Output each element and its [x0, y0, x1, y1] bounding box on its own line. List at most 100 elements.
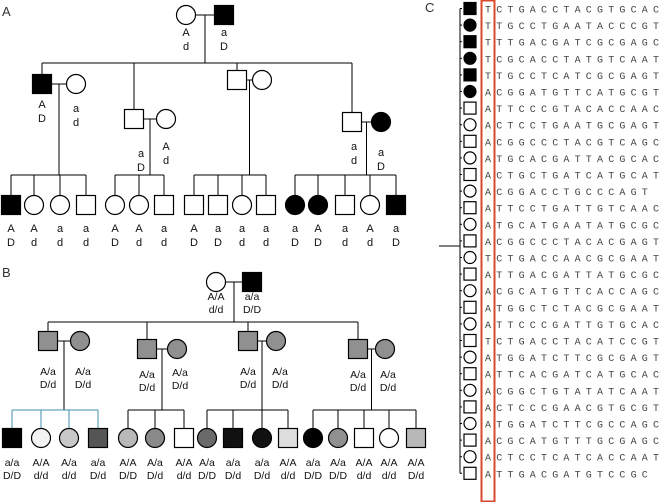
sequence-base: A [597, 238, 603, 249]
sequence-base: C [586, 454, 592, 465]
sequence-base: G [619, 72, 625, 83]
sequence-base: A [530, 89, 536, 100]
family-4-child-1-genotype-1: a [292, 223, 299, 235]
sequence-base: T [541, 221, 547, 232]
sequence-base: C [530, 238, 536, 249]
sequence-base: G [642, 421, 648, 432]
row-22-female-circle [463, 350, 477, 364]
sequence-base: C [608, 39, 614, 50]
founder-1-genotype-2: d [183, 41, 189, 53]
sequence-base: A [485, 354, 491, 365]
sequence-base: G [597, 404, 603, 415]
sequence-base: T [507, 454, 513, 465]
family-2-child-1-genotype-2: D/D [119, 470, 138, 482]
sequence-base: A [485, 188, 491, 199]
sequence-base: C [653, 288, 659, 299]
sequence-base: G [642, 404, 648, 415]
sequence-base: C [642, 470, 648, 481]
sequence-base: C [530, 404, 536, 415]
sequence-base: T [586, 387, 592, 398]
sequence-base: G [619, 304, 625, 315]
family-2-spouse-right-genotype-2: D/d [172, 380, 189, 392]
sequence-base: G [552, 39, 558, 50]
sequence-base: C [608, 421, 614, 432]
family-3-child-4-genotype-2: d/d [281, 470, 296, 482]
sequence-base: A [642, 304, 648, 315]
family-4-spouse-right-genotype-1: a [378, 147, 385, 159]
family-2-spouse-right-genotype-2: d [163, 155, 169, 167]
sequence-base: C [631, 271, 637, 282]
family-1-child-1-genotype-1: a/a [5, 457, 20, 469]
sequence-base: C [586, 238, 592, 249]
sequence-base: C [552, 188, 558, 199]
sequence-base: T [608, 89, 614, 100]
sequence-base: T [507, 205, 513, 216]
sequence-base: A [563, 155, 569, 166]
sequence-base: A [631, 288, 637, 299]
sequence-base: A [575, 221, 581, 232]
sequence-base: C [631, 89, 637, 100]
sequence-base: A [642, 255, 648, 266]
sequence-base: T [653, 172, 659, 183]
sequence-base: T [608, 205, 614, 216]
sequence-base: G [619, 155, 625, 166]
family-1-child-2-female-circle [30, 427, 52, 449]
sequence-base: G [619, 172, 625, 183]
sequence-base: C [541, 371, 547, 382]
row-11-male-square [463, 167, 477, 182]
sequence-base: T [485, 72, 491, 83]
sequence-base: C [541, 271, 547, 282]
sequence-base: C [586, 288, 592, 299]
family-4-child-1-female-circle [284, 194, 306, 216]
sequence-base: C [653, 437, 659, 448]
sequence-base: G [519, 421, 525, 432]
family-4-spouse-right-female-circle [374, 338, 396, 360]
family-2-spouse-left-genotype-1: a [138, 148, 145, 160]
sequence-base: G [597, 421, 603, 432]
sequence-base: C [653, 39, 659, 50]
sequence-base: T [507, 172, 513, 183]
family-3-child-1-male-square [183, 194, 205, 216]
sequence-base: A [485, 421, 491, 432]
sequence-base: C [608, 288, 614, 299]
sequence-base: G [552, 288, 558, 299]
sequence-base: C [496, 6, 502, 17]
sequence-base: C [541, 155, 547, 166]
family-1-spouse-left-genotype-2: D/d [40, 379, 57, 391]
sequence-base: C [496, 55, 502, 66]
sequence-base: A [642, 155, 648, 166]
sequence-base: T [586, 55, 592, 66]
sequence-base: A [530, 437, 536, 448]
sequence-base: C [541, 321, 547, 332]
sequence-base: T [541, 205, 547, 216]
sequence-base: G [552, 470, 558, 481]
sequence-base: G [619, 354, 625, 365]
family-4-child-1-genotype-1: a/a [306, 457, 321, 469]
row-21-male-square [463, 333, 477, 348]
sequence-base: C [619, 387, 625, 398]
sequence-base: T [541, 454, 547, 465]
sequence-base: G [552, 321, 558, 332]
sequence-base: T [563, 188, 569, 199]
sequence-base: A [597, 155, 603, 166]
family-1-spouse-right-genotype-2: d [73, 117, 79, 129]
sequence-base: C [631, 6, 637, 17]
family-1-child-4-male-square [87, 427, 109, 449]
family-4-spouse-left-male-square [341, 111, 363, 133]
sequence-base: A [530, 155, 536, 166]
sequence-base: C [608, 470, 614, 481]
sequence-base: C [541, 470, 547, 481]
sequence-base: T [563, 288, 569, 299]
sequence-base: A [485, 470, 491, 481]
founder-2-male-square [241, 271, 263, 293]
sequence-base: G [597, 39, 603, 50]
sequence-base: T [496, 421, 502, 432]
sequence-base: C [552, 138, 558, 149]
row-5-male-square [463, 68, 477, 82]
sequence-base: T [575, 470, 581, 481]
family-2-child-3-genotype-2: d [161, 237, 167, 249]
family-3-child-4-genotype-2: d [263, 237, 269, 249]
sequence-base: A [575, 22, 581, 33]
family-1-child-2-genotype-2: d [31, 237, 37, 249]
sequence-base: G [507, 138, 513, 149]
